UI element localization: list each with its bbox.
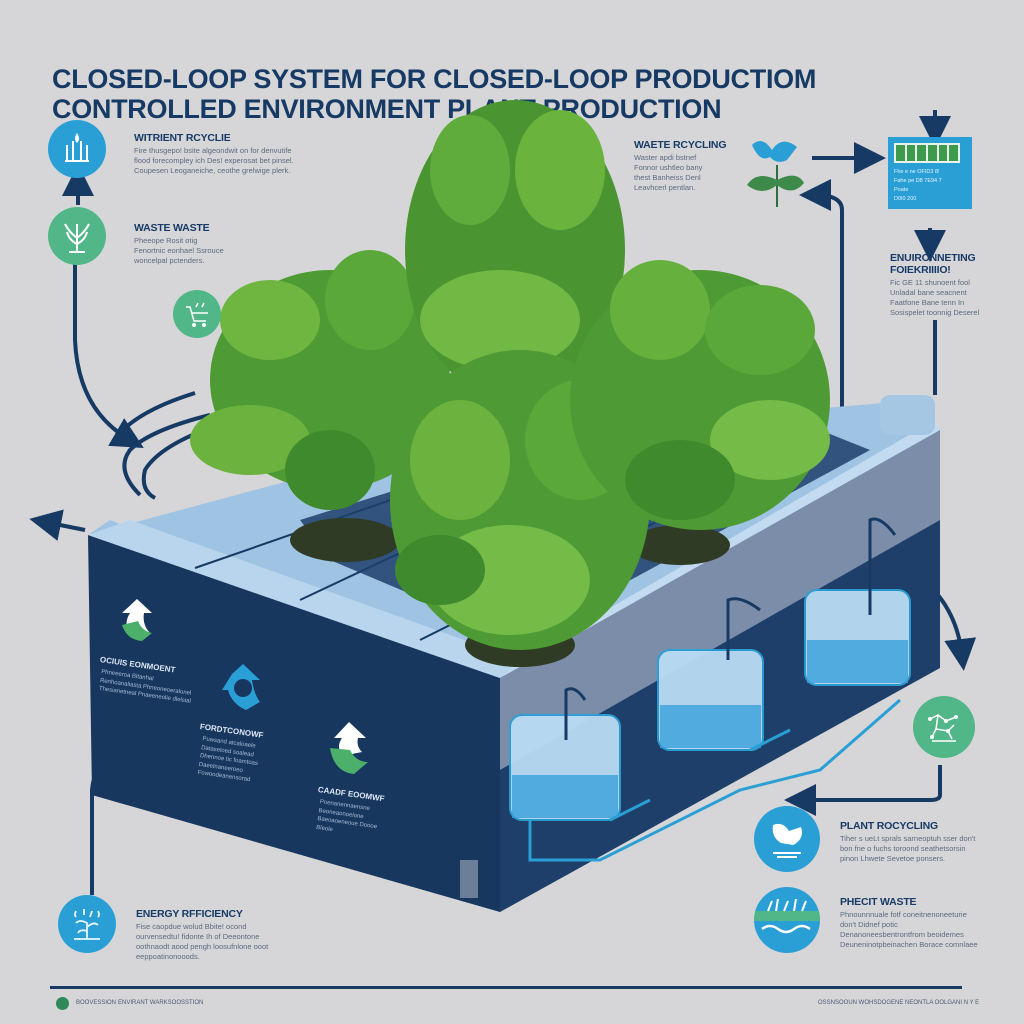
arrow-right-loop [799, 179, 844, 500]
leaf-water-icon [742, 135, 812, 210]
waste-title: WASTE WASTE [134, 222, 210, 234]
energy-efficiency-desc: Fise caopdue wolud Bbite! ocond ourvense… [136, 922, 269, 961]
water-tanks [509, 517, 911, 862]
waste-recycling-title: WAETE RCYCLING [634, 139, 727, 151]
vent-grille [460, 860, 478, 898]
recycle-icon [218, 660, 268, 715]
plant-right [570, 260, 830, 530]
environment-title-1: ENUIRONNETING [890, 252, 976, 264]
waste-recycling-desc: Waster apdi bstnef Fonnor ushtleo bany t… [634, 153, 703, 192]
plant-center [405, 100, 625, 400]
leaf-logo-icon [56, 997, 69, 1010]
page-title-line-1: CLOSED-LOOP SYSTEM FOR CLOSED-LOOP PRODU… [52, 64, 817, 94]
monitor-line: Fhe e ne OFID3 8! [894, 169, 940, 175]
circuit-cart-icon [173, 290, 221, 338]
wheat-icon [48, 207, 106, 265]
grass-water-icon [754, 887, 820, 953]
nutrient-recycle-desc: Fire thusgepo! bsite algeondwit on for d… [134, 146, 294, 175]
environment-title-2: FOIEKRIIIIO! [890, 264, 951, 276]
plant-waste-title: PHECIT WASTE [840, 896, 917, 908]
pump-unit [880, 395, 935, 435]
footer-org-sub: ENVIRANT WARKSOOSSTION [118, 1000, 204, 1006]
arrow-left-pipe-1 [116, 391, 196, 437]
plant-recycling-title: PLANT ROCYCLING [840, 820, 938, 832]
arrow-right-side-down [936, 593, 977, 671]
footer-divider [50, 986, 962, 989]
energy-efficiency-title: ENERGY RFFICIENCY [136, 908, 243, 920]
footer-org-name: BOOVESSION [76, 1000, 117, 1006]
molecule-icon [913, 696, 975, 758]
page-title-line-2: CONTROLLED ENVIRONMENT PLANT PRODUCTION [52, 94, 722, 124]
control-panel-icon: Fhe e ne OFID3 8! Fahe pe D8 7E94 7 Poat… [888, 137, 972, 209]
waste-desc: Pheeope Rosit otig Fenortnic eonhael Ssr… [134, 236, 224, 265]
tree-water-icon [58, 895, 116, 953]
water-recycle-icon [48, 120, 106, 178]
monitor-line: D0I0 200 [894, 196, 917, 202]
footer-credits: OSSNSOOUN WOHSDOGENE NEONTLA OOLGANI N Y… [818, 1000, 980, 1006]
hand-water-icon [754, 806, 820, 872]
recycle-icon [112, 595, 162, 645]
nutrient-recycle-title: WITRIENT RCYCLIE [134, 132, 231, 144]
plants [190, 100, 830, 650]
soil-pot [290, 518, 400, 562]
arrow-left-pipe-2 [122, 413, 211, 497]
plant-waste-desc: Phnounnnuale fotf coneitnenoneeturie don… [840, 910, 978, 949]
arrow-left-loop [73, 250, 144, 449]
plant-recycling-desc: Tiher s ueLt sprals sarneoptuh sser don'… [840, 834, 976, 863]
soil-pot [630, 525, 730, 565]
front-panel [88, 535, 500, 912]
recycle-icon [322, 718, 377, 778]
monitor-line: Fahe pe D8 7E94 7 [894, 178, 942, 184]
plant-left [190, 250, 450, 510]
arrow-left-stub [29, 509, 86, 541]
arrow-left-pipe-3 [141, 423, 219, 500]
environment-desc: Fic GE 11 shunoent fool Unladal bane sea… [890, 278, 980, 317]
status-bars [894, 143, 960, 163]
arrow-molecule-to-plant [784, 765, 942, 816]
monitor-line: Poate [894, 187, 909, 193]
